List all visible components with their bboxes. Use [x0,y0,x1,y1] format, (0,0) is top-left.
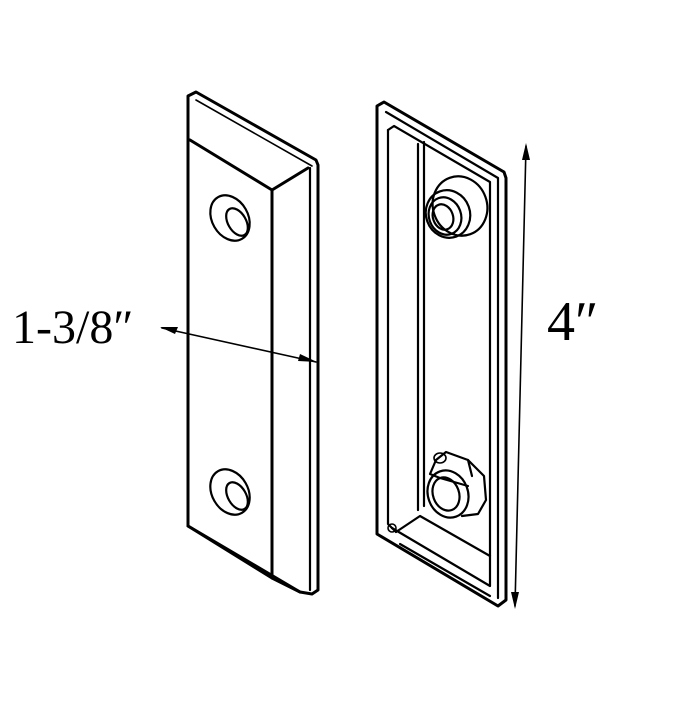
width-dimension-label: 1-3/8″ [12,301,134,354]
flat-strike-plate [186,90,320,596]
screw-hole-bottom-icon [209,468,251,516]
mounting-boss-bottom-icon [426,450,488,519]
screw-hole-top-icon [209,194,251,242]
height-dimension-arrow [511,143,530,609]
mounting-boss-top-icon [424,175,489,239]
box-strike-plate [375,100,508,608]
height-dimension-label: 4″ [547,291,599,353]
width-dimension-arrow [160,327,317,363]
